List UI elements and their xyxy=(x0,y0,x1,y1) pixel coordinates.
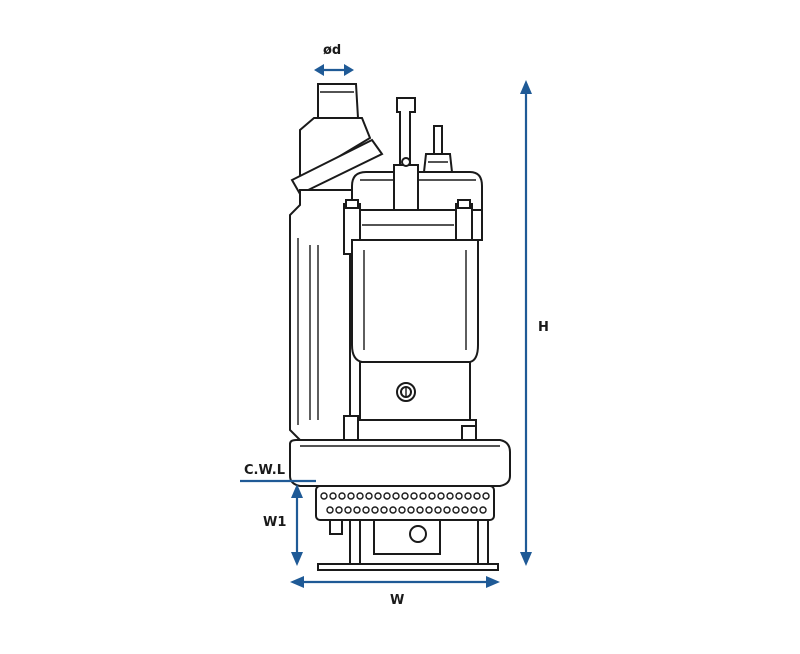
strainer-hole xyxy=(452,506,460,514)
strainer-hole xyxy=(329,492,337,500)
strainer-hole xyxy=(374,492,382,500)
strainer-hole xyxy=(419,492,427,500)
strainer-hole xyxy=(335,506,343,514)
outlet-diameter-label: ød xyxy=(323,43,341,58)
strainer xyxy=(315,485,495,521)
outlet-diameter-dimension: ød xyxy=(314,43,354,76)
strainer-hole xyxy=(380,506,388,514)
width-dimension: W xyxy=(290,576,500,608)
strainer-hole xyxy=(401,492,409,500)
strainer-hole xyxy=(443,506,451,514)
strainer-hole xyxy=(470,506,478,514)
strainer-hole xyxy=(362,506,370,514)
strainer-hole xyxy=(416,506,424,514)
pump-casing xyxy=(289,439,511,487)
strainer-hole xyxy=(320,492,328,500)
w1-label: W1 xyxy=(263,515,286,530)
strainer-hole xyxy=(383,492,391,500)
strainer-hole xyxy=(410,492,418,500)
width-label: W xyxy=(390,593,404,608)
strainer-hole xyxy=(473,492,481,500)
lifting-handle xyxy=(393,97,419,219)
strainer-holes xyxy=(320,492,490,514)
cable-entry xyxy=(422,125,454,173)
strainer-hole xyxy=(326,506,334,514)
cwl-marker: C.W.L xyxy=(240,463,316,483)
strainer-hole xyxy=(407,506,415,514)
strainer-hole xyxy=(425,506,433,514)
strainer-hole xyxy=(437,492,445,500)
strainer-hole xyxy=(371,506,379,514)
strainer-hole xyxy=(353,506,361,514)
strainer-hole xyxy=(455,492,463,500)
pump-base xyxy=(317,519,499,571)
strainer-hole xyxy=(344,506,352,514)
strainer-hole xyxy=(365,492,373,500)
strainer-hole xyxy=(479,506,487,514)
strainer-hole xyxy=(434,506,442,514)
strainer-hole xyxy=(392,492,400,500)
strainer-hole xyxy=(398,506,406,514)
strainer-hole xyxy=(338,492,346,500)
strainer-hole xyxy=(428,492,436,500)
height-dimension: H xyxy=(520,80,549,566)
height-label: H xyxy=(538,320,549,335)
strainer-hole xyxy=(461,506,469,514)
w1-dimension: W1 xyxy=(263,484,303,566)
strainer-hole xyxy=(446,492,454,500)
strainer-hole xyxy=(464,492,472,500)
discharge-outlet xyxy=(290,83,384,196)
strainer-hole xyxy=(482,492,490,500)
strainer-hole xyxy=(347,492,355,500)
oil-plug xyxy=(396,382,416,402)
pump-drawing xyxy=(289,83,511,571)
strainer-hole xyxy=(356,492,364,500)
cwl-label: C.W.L xyxy=(244,463,285,478)
strainer-hole xyxy=(389,506,397,514)
